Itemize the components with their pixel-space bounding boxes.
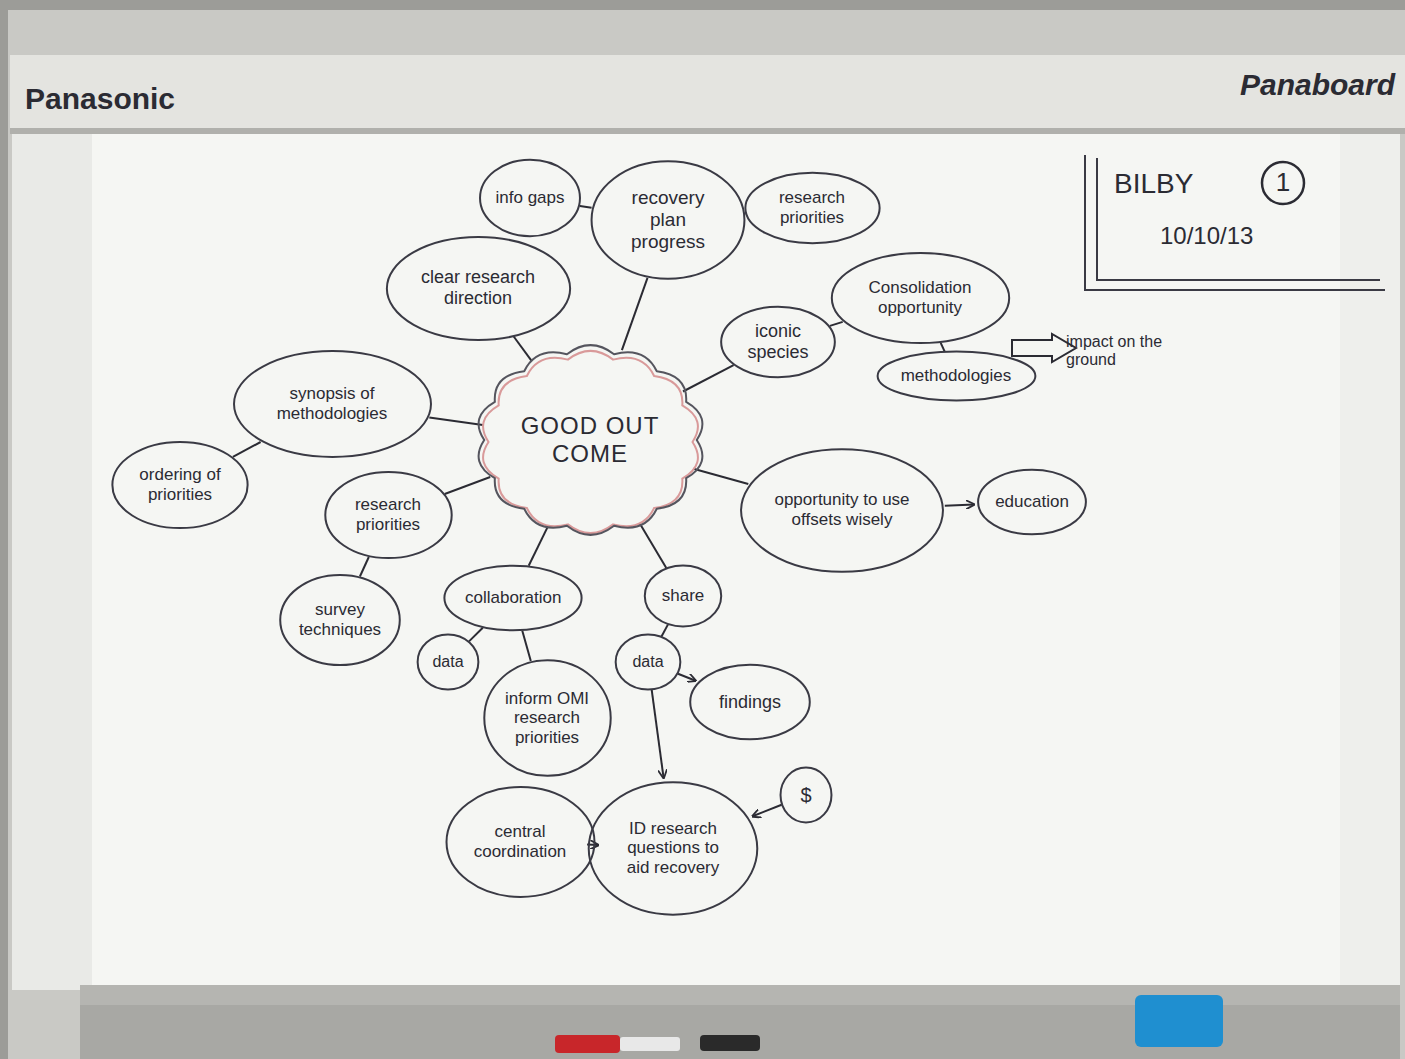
connector-line [683, 365, 734, 391]
bubble-text: data [432, 653, 463, 671]
callout-number: 1 [1276, 168, 1290, 198]
board-title: BILBY [1114, 168, 1193, 200]
idea-bubble: findings [689, 664, 811, 740]
bubble-text: share [662, 586, 705, 606]
idea-bubble: collaboration [443, 565, 583, 631]
bubble-text: clear research direction [413, 267, 543, 308]
bubble-text: findings [719, 692, 781, 713]
bubble-text: survey techniques [299, 600, 382, 639]
idea-bubble: data [615, 634, 681, 690]
connector-line [662, 625, 668, 637]
bubble-text: methodologies [901, 366, 1012, 386]
model-name: Panaboard [1240, 68, 1395, 103]
idea-bubble: $ [780, 767, 832, 823]
idea-bubble: inform OMI research priorities [483, 659, 612, 777]
idea-bubble: info gaps [479, 159, 581, 237]
connector-line [445, 477, 491, 494]
idea-bubble: recovery plan progress [590, 160, 746, 280]
bubble-text: central coordination [468, 822, 572, 861]
connector-line [945, 504, 974, 505]
bubble-text: synopsis of methodologies [262, 384, 402, 423]
idea-bubble: opportunity to use offsets wisely [739, 448, 945, 573]
bubble-text: iconic species [739, 321, 818, 362]
bubble-text: research priorities [344, 495, 432, 534]
bubble-text: collaboration [465, 588, 561, 608]
idea-bubble: data [417, 634, 479, 690]
idea-bubble: iconic species [720, 306, 836, 378]
central-cloud: GOOD OUT COME [475, 340, 706, 540]
connector-line [469, 628, 483, 642]
bubble-text: research priorities [765, 188, 859, 227]
connector-line [529, 527, 548, 566]
idea-bubble: research priorities [744, 172, 881, 244]
connector-line [429, 418, 483, 425]
bubble-text: GOOD OUT COME [509, 412, 671, 467]
bubble-text: ID research questions to aid recovery [614, 819, 733, 878]
idea-bubble: Consolidation opportunity [830, 252, 1011, 344]
connector-line [360, 557, 369, 577]
brand-name: Panasonic [25, 82, 175, 117]
bubble-text: data [632, 653, 663, 671]
connector-line [233, 442, 261, 457]
bubble-text: opportunity to use offsets wisely [770, 490, 914, 529]
idea-bubble: synopsis of methodologies [232, 350, 433, 458]
connector-line [753, 805, 782, 817]
date-note: 10/10/13 [1160, 222, 1253, 250]
connector-line [652, 690, 664, 778]
idea-bubble: ordering of priorities [111, 441, 249, 529]
bubble-text: ordering of priorities [133, 465, 228, 504]
connector-line [522, 631, 531, 661]
connector-line [580, 206, 592, 208]
bubble-text: info gaps [496, 188, 565, 208]
bubble-text: inform OMI research priorities [503, 689, 591, 748]
connector-line [622, 278, 648, 350]
connector-line [830, 322, 843, 326]
idea-bubble: methodologies [876, 351, 1037, 401]
connector-line [693, 469, 748, 484]
connector-line [678, 674, 696, 681]
note-text: impact on the ground [1066, 333, 1166, 370]
idea-bubble: education [977, 469, 1087, 535]
bubble-text: recovery plan progress [614, 187, 722, 253]
bubble-text: education [995, 492, 1069, 512]
idea-bubble: research priorities [324, 471, 453, 559]
connector-line [640, 524, 667, 569]
idea-bubble: ID research questions to aid recovery [587, 781, 759, 916]
idea-bubble: share [644, 565, 722, 627]
bubble-text: Consolidation opportunity [857, 278, 983, 317]
bubble-text: $ [800, 784, 811, 807]
idea-bubble: survey techniques [279, 574, 401, 666]
idea-bubble: central coordination [445, 786, 596, 898]
idea-bubble: clear research direction [385, 236, 572, 341]
connector-line [514, 337, 532, 361]
connector-line [941, 343, 945, 352]
